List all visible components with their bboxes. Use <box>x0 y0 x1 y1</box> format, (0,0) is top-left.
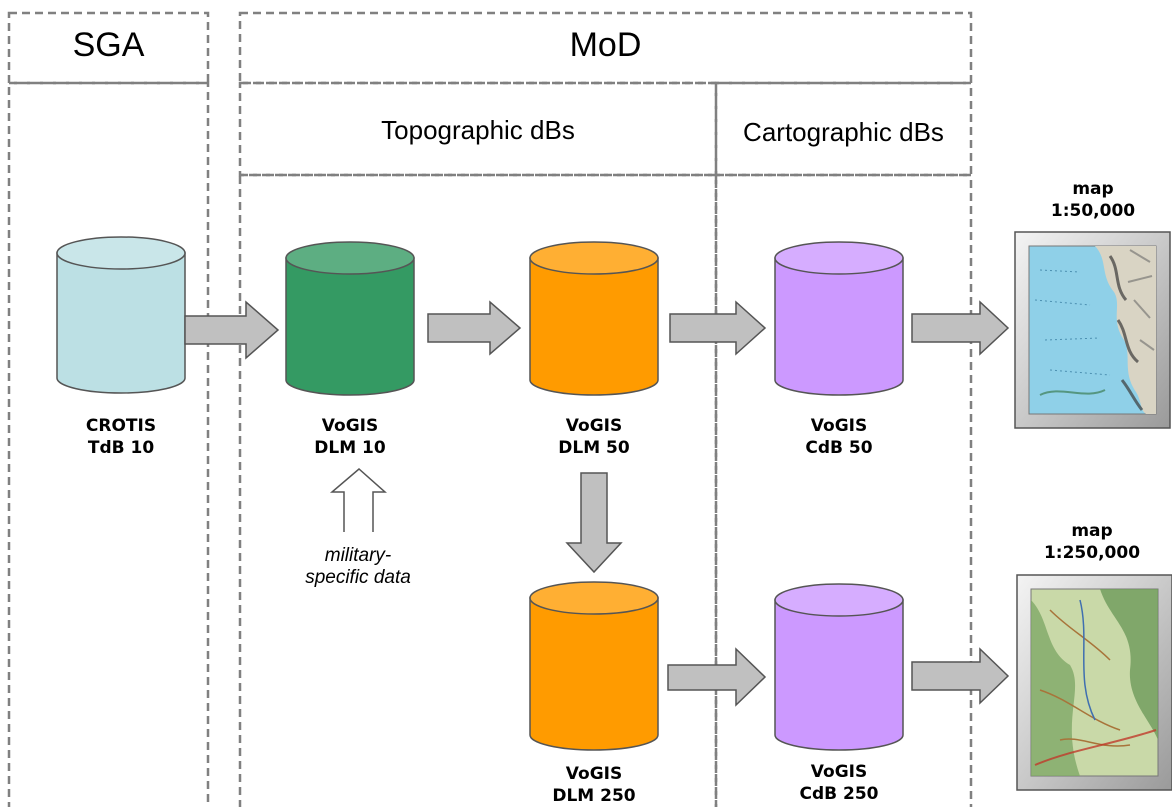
cdb250-label-line1: VoGIS <box>810 762 868 782</box>
map-250000-label-line1: map <box>1071 521 1113 541</box>
cdb50-database-cylinder <box>774 241 904 396</box>
arrow-cdb250-to-map250 <box>911 647 1010 705</box>
dlm10-database-cylinder <box>285 241 415 396</box>
map-50000-thumbnail <box>1014 231 1171 429</box>
dlm50-label-line1: VoGIS <box>565 416 623 436</box>
map-50000-label: map 1:50,000 <box>1013 178 1172 222</box>
cartographic-header-box <box>714 81 973 177</box>
arrow-crotis-to-dlm10 <box>184 300 280 360</box>
crotis-label-line1: CROTIS <box>85 416 157 436</box>
sga-region-box <box>7 81 210 807</box>
mod-header: MoD <box>569 26 642 64</box>
dlm10-label-line1: VoGIS <box>321 416 379 436</box>
map-50000-label-line1: map <box>1072 179 1114 199</box>
dlm10-label: VoGIS DLM 10 <box>270 415 430 459</box>
crotis-database-cylinder <box>56 236 186 394</box>
cdb50-label-line1: VoGIS <box>810 416 868 436</box>
cdb250-label: VoGIS CdB 250 <box>759 761 919 805</box>
cdb50-label: VoGIS CdB 50 <box>759 415 919 459</box>
arrow-dlm250-to-cdb250 <box>667 647 767 707</box>
map-50000-label-line2: 1:50,000 <box>1050 201 1136 221</box>
arrow-dlm50-to-cdb50 <box>669 300 767 356</box>
cdb50-label-line2: CdB 50 <box>805 438 873 458</box>
dlm50-label: VoGIS DLM 50 <box>514 415 674 459</box>
military-specific-data-note: military- specific data <box>278 545 438 589</box>
cartographic-dbs-header: Cartographic dBs <box>743 117 944 147</box>
military-data-up-arrow <box>329 468 387 532</box>
dlm250-label-line2: DLM 250 <box>552 786 636 806</box>
crotis-label: CROTIS TdB 10 <box>41 415 201 459</box>
cdb250-database-cylinder <box>774 583 904 751</box>
dlm10-label-line2: DLM 10 <box>314 438 386 458</box>
arrow-dlm50-to-dlm250 <box>565 472 623 574</box>
sga-header: SGA <box>72 26 145 64</box>
topographic-dbs-header: Topographic dBs <box>381 115 575 145</box>
mod-header-box <box>238 11 973 85</box>
dlm50-database-cylinder <box>529 241 659 396</box>
crotis-label-line2: TdB 10 <box>87 438 155 458</box>
sga-header-box <box>7 11 210 85</box>
military-note-line1: military- <box>324 545 392 566</box>
cartographic-region-box <box>714 173 973 807</box>
map-250000-thumbnail <box>1016 574 1172 791</box>
dlm50-label-line2: DLM 50 <box>558 438 630 458</box>
map-250000-label: map 1:250,000 <box>1012 520 1172 564</box>
cdb250-label-line2: CdB 250 <box>799 784 879 804</box>
map-250000-label-line2: 1:250,000 <box>1043 543 1141 563</box>
arrow-dlm10-to-dlm50 <box>427 300 522 356</box>
dlm250-label-line1: VoGIS <box>565 764 623 784</box>
dlm250-label: VoGIS DLM 250 <box>514 763 674 807</box>
dlm250-database-cylinder <box>529 581 659 751</box>
arrow-cdb50-to-map50 <box>911 300 1010 356</box>
military-note-line2: specific data <box>305 567 411 588</box>
